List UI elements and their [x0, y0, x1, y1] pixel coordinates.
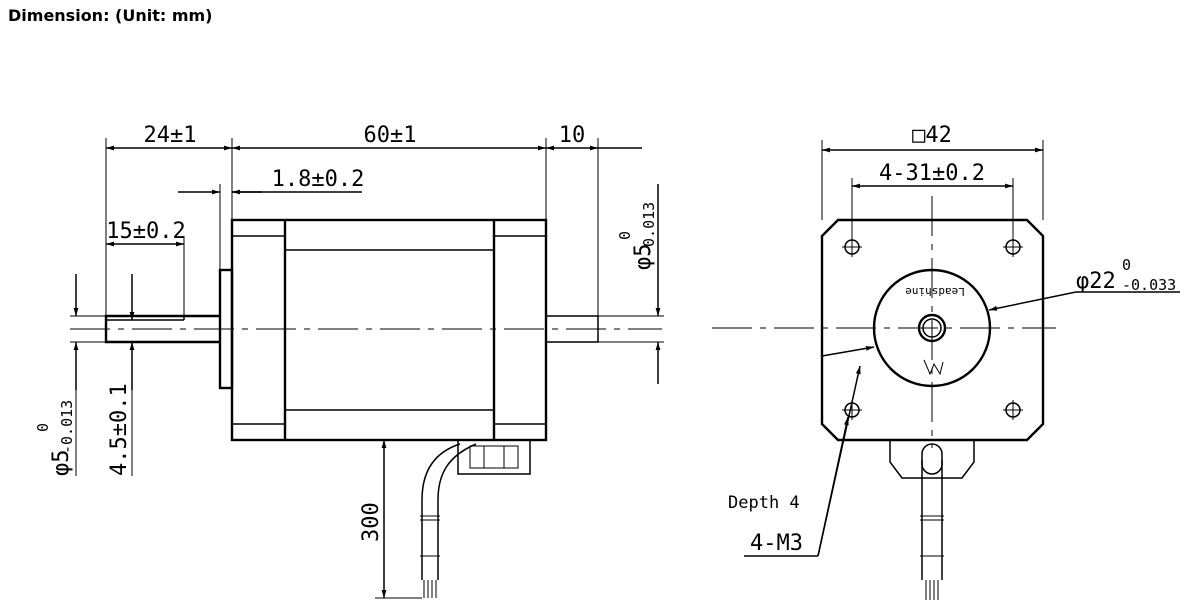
- svg-text:-0.033: -0.033: [1122, 276, 1176, 294]
- logo-mark-icon: [923, 359, 944, 376]
- dim-square-size: □42: [912, 123, 952, 148]
- dim-lead-length: 300: [359, 502, 384, 542]
- dim-flat-depth: 4.5±0.1: [107, 383, 132, 476]
- dim-rear-shaft-diameter: φ5: [631, 244, 656, 271]
- brand-logo-text: Leadshine: [905, 285, 965, 298]
- motor-body: [230, 218, 548, 442]
- side-view: 24±1 60±1 10 1.8±0.2 15±0.2 φ5 0 -0.013 …: [34, 123, 664, 599]
- connector: [457, 439, 531, 475]
- dim-flange-thickness: 1.8±0.2: [272, 167, 365, 192]
- dim-hole-spacing: 4-31±0.2: [879, 161, 985, 186]
- svg-text:-0.013: -0.013: [640, 202, 658, 256]
- front-view: Leadshine □42 4-31±0.2 φ22 0 -0.033: [712, 123, 1180, 600]
- dim-body-length: 60±1: [364, 123, 417, 148]
- svg-text:-0.013: -0.013: [58, 400, 76, 454]
- lead-wire: [421, 443, 461, 580]
- front-connector: [889, 440, 975, 479]
- page-title: Dimension: (Unit: mm): [8, 6, 213, 25]
- svg-text:0: 0: [1122, 256, 1131, 274]
- dim-boss-diameter: φ22: [1076, 269, 1116, 294]
- svg-text:0: 0: [34, 423, 52, 432]
- dim-front-shaft-diameter: φ5: [49, 450, 74, 477]
- thread-depth: Depth 4: [728, 493, 800, 513]
- svg-text:0: 0: [616, 231, 634, 240]
- dim-rear-shaft: 10: [559, 123, 586, 148]
- dim-flat-length: 15±0.2: [106, 219, 185, 244]
- front-face: [820, 218, 1045, 442]
- dim-shaft-length: 24±1: [144, 123, 197, 148]
- thread-callout: 4-M3: [750, 531, 803, 556]
